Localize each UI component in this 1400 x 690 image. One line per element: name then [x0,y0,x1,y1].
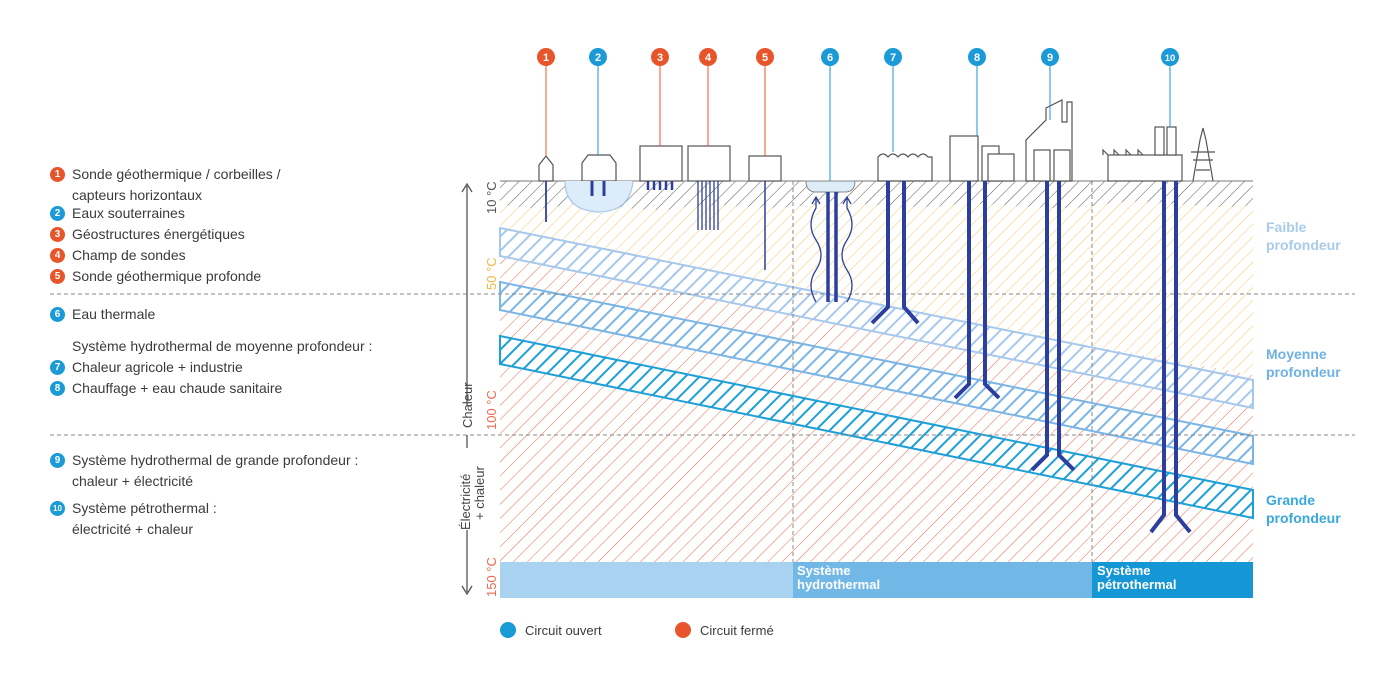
marker-9-label: 9 [1047,52,1053,64]
legend-item-7: 7 Chaleur agricole + industrie [50,357,243,378]
zone-moyenne-line-2: profondeur [1266,364,1341,380]
legend-closed-circuit: Circuit fermé [675,622,774,638]
marker-7-label: 7 [890,52,896,64]
axis-label-elec-1: Électricité [458,474,473,530]
legend-item-5: 5 Sonde géothermique profonde [50,266,261,287]
zone-grande-line-2: profondeur [1266,510,1341,526]
marker-3-label: 3 [657,52,663,64]
marker-10-label: 10 [1165,53,1176,64]
legend-item-8-label: Chauffage + eau chaude sanitaire [72,380,283,396]
marker-8 [968,48,986,66]
band-petro-line-2: pétrothermal [1097,577,1177,592]
band-label-petrothermal: Système pétrothermal [1097,564,1176,592]
marker-5 [756,48,774,66]
legend-open-circuit: Circuit ouvert [500,622,602,638]
marker-5-label: 5 [762,52,768,64]
band-hydro-line-1: Système [797,563,851,578]
closed-circuit-dot [675,622,691,638]
depth-axis [461,182,473,596]
marker-1 [537,48,555,66]
band-hydrothermal [793,562,1092,598]
marker-3 [651,48,669,66]
badge-10: 10 [50,501,65,516]
legend-item-4-label: Champ de sondes [72,247,186,263]
open-circuit-label: Circuit ouvert [525,622,602,638]
temp-150c: 150 °C [484,557,499,597]
band-shallow-system [500,562,793,598]
legend-item-6: 6 Eau thermale [50,304,155,325]
legend-item-6-label: Eau thermale [72,306,156,322]
legend-item-1-line-1: Sonde géothermique / corbeilles / [72,166,281,182]
marker-4 [699,48,717,66]
axis-label-chaleur: Chaleur [460,382,475,428]
legend-subheading: Système hydrothermal de moyenne profonde… [72,338,373,354]
legend-item-9-line-1: Système hydrothermal de grande profondeu… [72,452,359,468]
badge-8: 8 [50,381,65,396]
badge-7: 7 [50,360,65,375]
markers [537,48,1179,181]
zone-moyenne-line-1: Moyenne [1266,346,1327,362]
marker-7 [884,48,902,66]
open-circuit-dot [500,622,516,638]
legend-item-8: 8 Chauffage + eau chaude sanitaire [50,378,282,399]
legend-item-4: 4 Champ de sondes [50,245,186,266]
band-petro-line-1: Système [1097,563,1151,578]
legend-item-9: 9 Système hydrothermal de grande profond… [50,450,358,492]
badge-1: 1 [50,167,65,182]
legend-item-7-label: Chaleur agricole + industrie [72,359,243,375]
zone-grande: Grande profondeur [1266,491,1341,527]
temp-50c: 50 °C [484,257,499,290]
zone-moyenne: Moyenne profondeur [1266,345,1341,381]
legend-item-1: 1 Sonde géothermique / corbeilles / capt… [50,164,281,206]
marker-8-label: 8 [974,52,980,64]
legend-item-1-line-2: capteurs horizontaux [72,187,202,203]
badge-2: 2 [50,206,65,221]
band-hydro-line-2: hydrothermal [797,577,881,592]
temp-100c: 100 °C [484,390,499,430]
marker-6-label: 6 [827,52,833,64]
underground-installations [545,180,1192,534]
marker-2-label: 2 [595,52,601,64]
marker-4-label: 4 [705,52,712,64]
band-label-hydrothermal: Système hydrothermal [797,564,880,592]
closed-circuit-label: Circuit fermé [700,622,774,638]
legend-item-10-line-2: électricité + chaleur [72,521,194,537]
legend-item-5-label: Sonde géothermique profonde [72,268,262,284]
badge-9: 9 [50,453,65,468]
axis-label-elec-2: + chaleur [472,465,487,520]
legend-item-2: 2 Eaux souterraines [50,203,185,224]
badge-5: 5 [50,269,65,284]
legend-item-3: 3 Géostructures énergétiques [50,224,245,245]
zone-faible: Faible profondeur [1266,218,1341,254]
badge-6: 6 [50,307,65,322]
marker-2 [589,48,607,66]
marker-6 [821,48,839,66]
legend-item-10: 10 Système pétrothermal : électricité + … [50,498,217,540]
badge-3: 3 [50,227,65,242]
band-petrothermal [1092,562,1253,598]
legend-item-3-label: Géostructures énergétiques [72,226,245,242]
badge-4: 4 [50,248,65,263]
marker-1-label: 1 [543,52,549,64]
legend-item-10-line-1: Système pétrothermal : [72,500,217,516]
zone-grande-line-1: Grande [1266,492,1316,508]
temp-10c: 10 °C [484,181,499,214]
surface-buildings [538,99,1215,182]
zone-faible-line-1: Faible [1266,219,1307,235]
marker-10 [1161,48,1179,66]
legend-item-9-line-2: chaleur + électricité [72,473,194,489]
marker-9 [1041,48,1059,66]
zone-faible-line-2: profondeur [1266,237,1341,253]
legend-item-2-label: Eaux souterraines [72,205,185,221]
